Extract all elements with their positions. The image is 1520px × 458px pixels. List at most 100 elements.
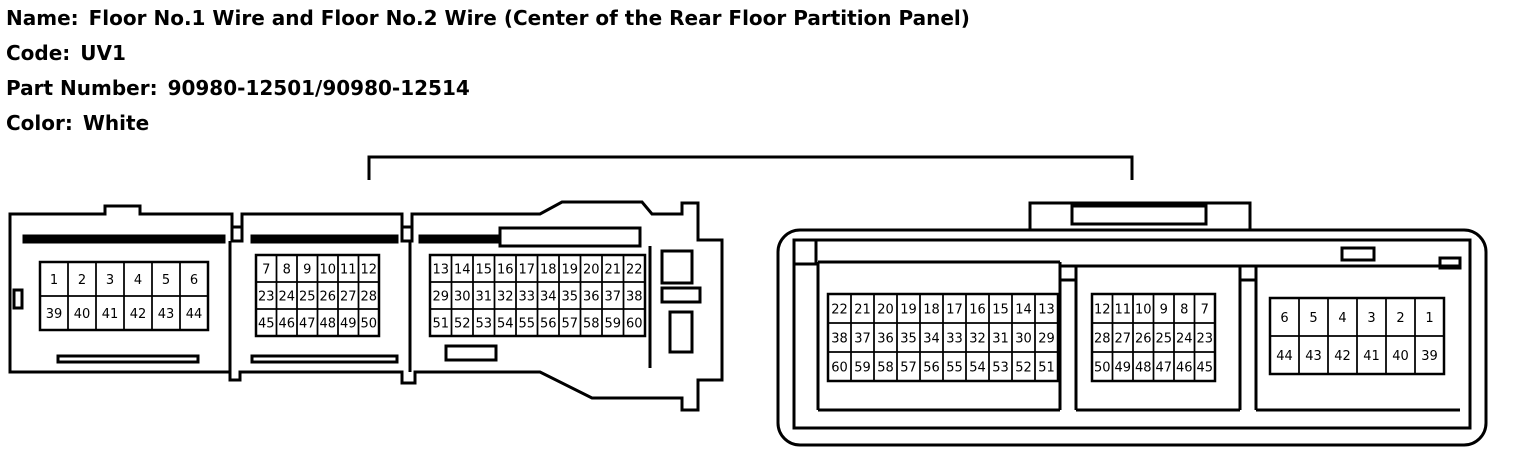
pin-number: 46 xyxy=(1176,361,1193,376)
name-label: Name: xyxy=(6,6,79,30)
pin-number: 49 xyxy=(1114,361,1131,376)
pin-number: 10 xyxy=(319,263,336,278)
color-label: Color: xyxy=(6,111,73,135)
pin-number: 60 xyxy=(831,361,848,376)
pin-number: 30 xyxy=(454,290,471,305)
part-number-line: Part Number: 90980-12501/90980-12514 xyxy=(6,74,970,109)
code-label: Code: xyxy=(6,41,71,65)
pin-number: 50 xyxy=(1094,361,1111,376)
pin-number: 5 xyxy=(162,273,170,288)
pin-number: 3 xyxy=(1367,311,1375,326)
pin-number: 33 xyxy=(946,332,963,347)
pin-number: 31 xyxy=(475,290,492,305)
pin-number: 46 xyxy=(278,317,295,332)
pin-number: 10 xyxy=(1135,303,1152,318)
pin-number: 15 xyxy=(475,263,492,278)
pin-number: 34 xyxy=(923,332,940,347)
pin-number: 5 xyxy=(1309,311,1317,326)
pin-number: 14 xyxy=(1015,303,1032,318)
pin-number: 25 xyxy=(299,290,316,305)
pin-number: 17 xyxy=(518,263,535,278)
pin-number: 12 xyxy=(1094,303,1111,318)
pin-number: 45 xyxy=(1196,361,1213,376)
pin-number: 37 xyxy=(854,332,871,347)
part-number-label: Part Number: xyxy=(6,76,158,100)
pin-number: 22 xyxy=(831,303,848,318)
pin-number: 28 xyxy=(360,290,377,305)
pin-number: 50 xyxy=(360,317,377,332)
pin-number: 42 xyxy=(1334,349,1351,364)
pin-cell xyxy=(1414,335,1445,375)
pin-number: 54 xyxy=(497,317,514,332)
pin-number: 9 xyxy=(303,263,311,278)
part-number-value: 90980-12501/90980-12514 xyxy=(167,76,470,100)
color-value: White xyxy=(82,111,150,135)
name-value: Floor No.1 Wire and Floor No.2 Wire (Cen… xyxy=(88,6,970,30)
pin-number: 57 xyxy=(900,361,917,376)
pin-number: 7 xyxy=(262,263,270,278)
pin-number: 48 xyxy=(1135,361,1152,376)
pin-number: 3 xyxy=(106,273,114,288)
color-line: Color: White xyxy=(6,109,970,144)
pin-number: 22 xyxy=(626,263,643,278)
pin-number: 9 xyxy=(1160,303,1168,318)
pin-number: 52 xyxy=(454,317,471,332)
pin-number: 58 xyxy=(583,317,600,332)
pin-number: 30 xyxy=(1015,332,1032,347)
pin-number: 2 xyxy=(78,273,86,288)
pin-number: 36 xyxy=(583,290,600,305)
pin-number: 31 xyxy=(992,332,1009,347)
pin-number: 26 xyxy=(1135,332,1152,347)
pin-number: 13 xyxy=(1038,303,1055,318)
pin-number: 15 xyxy=(992,303,1009,318)
pin-number: 45 xyxy=(258,317,275,332)
pin-number: 28 xyxy=(1094,332,1111,347)
pin-cell xyxy=(1034,351,1059,382)
pin-number: 8 xyxy=(1180,303,1188,318)
pin-cell xyxy=(357,308,380,337)
connector-info: Name: Floor No.1 Wire and Floor No.2 Wire… xyxy=(6,4,970,144)
pin-number: 48 xyxy=(319,317,336,332)
pin-number: 55 xyxy=(518,317,535,332)
pin-number: 56 xyxy=(923,361,940,376)
pin-number: 19 xyxy=(900,303,917,318)
pin-number: 16 xyxy=(969,303,986,318)
pin-cell xyxy=(622,308,646,337)
pin-number: 59 xyxy=(604,317,621,332)
pin-number: 51 xyxy=(432,317,449,332)
pin-number: 40 xyxy=(74,307,91,322)
pin-number: 27 xyxy=(340,290,357,305)
right-connector-housing xyxy=(776,201,1488,447)
pin-number: 47 xyxy=(299,317,316,332)
pin-number: 32 xyxy=(969,332,986,347)
pin-number: 24 xyxy=(278,290,295,305)
pin-number: 4 xyxy=(1338,311,1346,326)
pin-number: 17 xyxy=(946,303,963,318)
pin-number: 53 xyxy=(992,361,1009,376)
pin-number: 24 xyxy=(1176,332,1193,347)
pin-number: 29 xyxy=(1038,332,1055,347)
pin-number: 11 xyxy=(1114,303,1131,318)
pin-number: 26 xyxy=(319,290,336,305)
pin-cell xyxy=(179,295,209,331)
pin-number: 12 xyxy=(360,263,377,278)
pin-number: 39 xyxy=(1421,349,1438,364)
pin-number: 41 xyxy=(102,307,119,322)
pin-number: 23 xyxy=(258,290,275,305)
pin-number: 32 xyxy=(497,290,514,305)
pin-number: 51 xyxy=(1038,361,1055,376)
pin-number: 23 xyxy=(1196,332,1213,347)
pin-number: 35 xyxy=(900,332,917,347)
pin-number: 21 xyxy=(854,303,871,318)
pin-number: 56 xyxy=(540,317,557,332)
pin-number: 33 xyxy=(518,290,535,305)
pin-number: 1 xyxy=(50,273,58,288)
pin-number: 16 xyxy=(497,263,514,278)
left-connector-housing xyxy=(8,200,724,412)
